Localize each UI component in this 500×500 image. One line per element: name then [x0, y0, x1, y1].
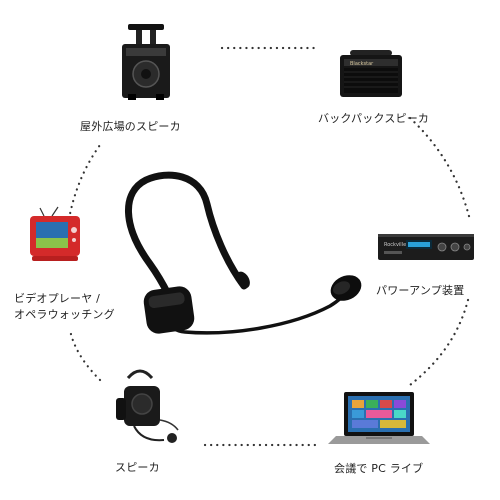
label-video-player-line2: オペラウォッチング: [14, 308, 115, 321]
backpack-amp-speaker-icon: Blackstar: [340, 50, 402, 97]
label-pc-live: 会議で PC ライブ: [334, 462, 424, 475]
outdoor-trolley-speaker-icon: [122, 24, 170, 100]
dotted-arc-top-right: [408, 116, 472, 222]
dotted-arc-left: [66, 143, 102, 227]
label-backpack-speaker: バックパックスピーカ: [318, 112, 430, 125]
dotted-arc-bottom-left: [68, 328, 102, 382]
laptop-icon: [328, 392, 430, 444]
label-video-player-line1: ビデオプレーヤ /: [14, 292, 101, 305]
backpack-brand-text: Blackstar: [350, 61, 374, 67]
label-power-amp: パワーアンプ装置: [376, 284, 465, 297]
label-speaker: スピーカ: [115, 461, 160, 474]
amp-brand-text: Rockville: [384, 242, 406, 248]
headset-microphone-icon: [125, 171, 362, 335]
label-outdoor-speaker: 屋外広場のスピーカ: [80, 120, 181, 133]
waist-speaker-icon: [116, 369, 179, 443]
power-amplifier-icon: Rockville: [378, 234, 474, 260]
dotted-arc-right: [408, 298, 470, 387]
portable-dvd-player-icon: [30, 206, 80, 261]
dotted-connector-ring: [66, 46, 472, 447]
